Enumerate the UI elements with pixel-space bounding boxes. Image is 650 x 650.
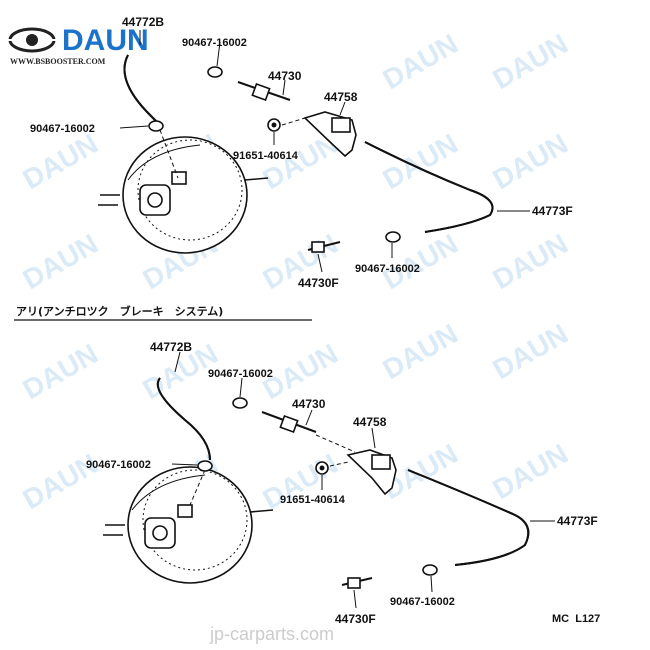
clamp-icon (148, 120, 164, 132)
logo-text: DAUN (62, 24, 149, 57)
check-valve (237, 81, 291, 102)
watermark-text: DAUN (18, 128, 104, 195)
label-nut: 91651-40614 (233, 150, 299, 162)
bracket (303, 111, 357, 158)
eye-icon (8, 27, 56, 53)
watermark-text: DAUN (378, 318, 464, 385)
watermark-text: DAUN (488, 128, 574, 195)
clamp-icon (385, 231, 401, 243)
label-44730: 44730 (268, 69, 302, 83)
label-44758: 44758 (324, 90, 358, 104)
bottom-assembly: 44772B 90467-16002 90467-16002 44730 447… (86, 340, 598, 626)
label-clamp-top: 90467-16002 (208, 368, 273, 380)
label-clamp-bottom: 90467-16002 (390, 596, 455, 608)
brand-logo: DAUN WWW.BSBOOSTER.COM (8, 24, 149, 66)
logo-url: WWW.BSBOOSTER.COM (10, 57, 106, 66)
watermark-text: DAUN (18, 338, 104, 405)
label-44773f: 44773F (557, 514, 598, 528)
label-nut: 91651-40614 (280, 494, 346, 506)
watermark-text: DAUN (488, 318, 574, 385)
top-assembly: 44772B 90467-16002 90467-16002 44730 447… (30, 15, 573, 290)
watermark-text: DAUN (378, 128, 464, 195)
label-clamp-left: 90467-16002 (86, 459, 151, 471)
diagram-code: MC L127 (552, 613, 600, 625)
footer-site: jp-carparts.com (209, 624, 334, 644)
watermark-text: DAUN (378, 28, 464, 95)
label-44772b: 44772B (122, 15, 164, 29)
nut-icon (267, 118, 281, 132)
brake-booster (98, 136, 269, 254)
fitting (341, 577, 373, 589)
brake-booster (103, 466, 274, 584)
clamp-icon (197, 460, 213, 472)
label-clamp-bottom: 90467-16002 (355, 263, 420, 275)
watermark-text: DAUN (18, 228, 104, 295)
label-44730f: 44730F (298, 276, 339, 290)
watermark-text: DAUN (488, 228, 574, 295)
label-44773f: 44773F (532, 204, 573, 218)
section-title: アリ(アンチロツク ブレーキ システム) (16, 304, 223, 318)
label-44730: 44730 (292, 397, 326, 411)
label-44730f: 44730F (335, 612, 376, 626)
watermark-text: DAUN (488, 438, 574, 505)
fitting (307, 241, 341, 253)
label-44772b: 44772B (150, 340, 192, 354)
nut-icon (315, 461, 329, 475)
clamp-icon (207, 66, 223, 78)
label-44758: 44758 (353, 415, 387, 429)
bracket (346, 449, 397, 496)
watermark-layer: DAUN DAUN DAUN DAUN DAUN DAUN DAUN DAUN … (18, 28, 574, 515)
clamp-icon (422, 564, 438, 576)
section-header: アリ(アンチロツク ブレーキ システム) (14, 304, 312, 321)
watermark-text: DAUN (18, 448, 104, 515)
clamp-icon (232, 397, 248, 409)
label-clamp-left: 90467-16002 (30, 123, 95, 135)
check-valve (261, 411, 317, 434)
label-clamp-top: 90467-16002 (182, 37, 247, 49)
watermark-text: DAUN (488, 28, 574, 95)
